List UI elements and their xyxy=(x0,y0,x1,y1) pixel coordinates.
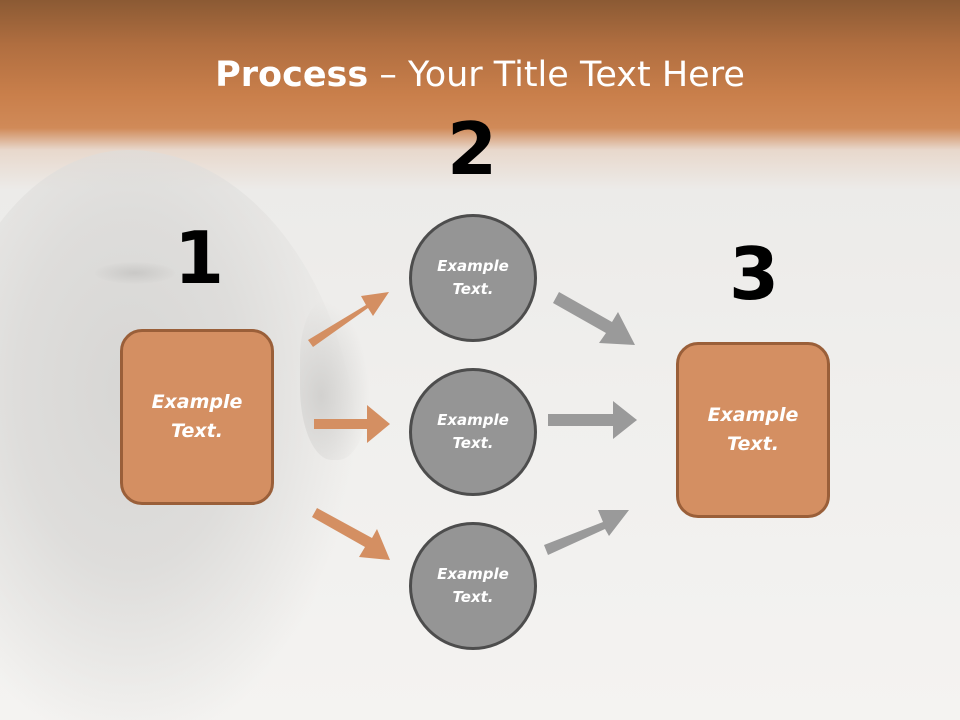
step-2-circle-bottom: Example Text. xyxy=(409,522,537,650)
title-rest: – Your Title Text Here xyxy=(368,55,745,95)
step-3-box: Example Text. xyxy=(676,342,830,518)
step-2-circle-middle: Example Text. xyxy=(409,368,537,496)
arrow-1-to-middle xyxy=(314,405,390,443)
arrow-1-to-top xyxy=(308,292,389,347)
step-2-circle-top: Example Text. xyxy=(409,214,537,342)
slide-title: Process – Your Title Text Here xyxy=(0,52,960,98)
title-bold: Process xyxy=(215,55,369,95)
step-1-box: Example Text. xyxy=(120,329,274,505)
step-number-1: 1 xyxy=(173,216,225,300)
step-number-2: 2 xyxy=(446,107,498,191)
arrow-1-to-bottom xyxy=(312,508,390,560)
step-number-3: 3 xyxy=(728,232,780,316)
face-eye-shading xyxy=(95,262,175,284)
gray-arrows xyxy=(544,292,637,555)
orange-arrows xyxy=(308,292,390,560)
arrow-top-to-3 xyxy=(553,292,635,345)
arrow-bottom-to-3 xyxy=(544,510,629,555)
arrow-middle-to-3 xyxy=(548,401,637,439)
